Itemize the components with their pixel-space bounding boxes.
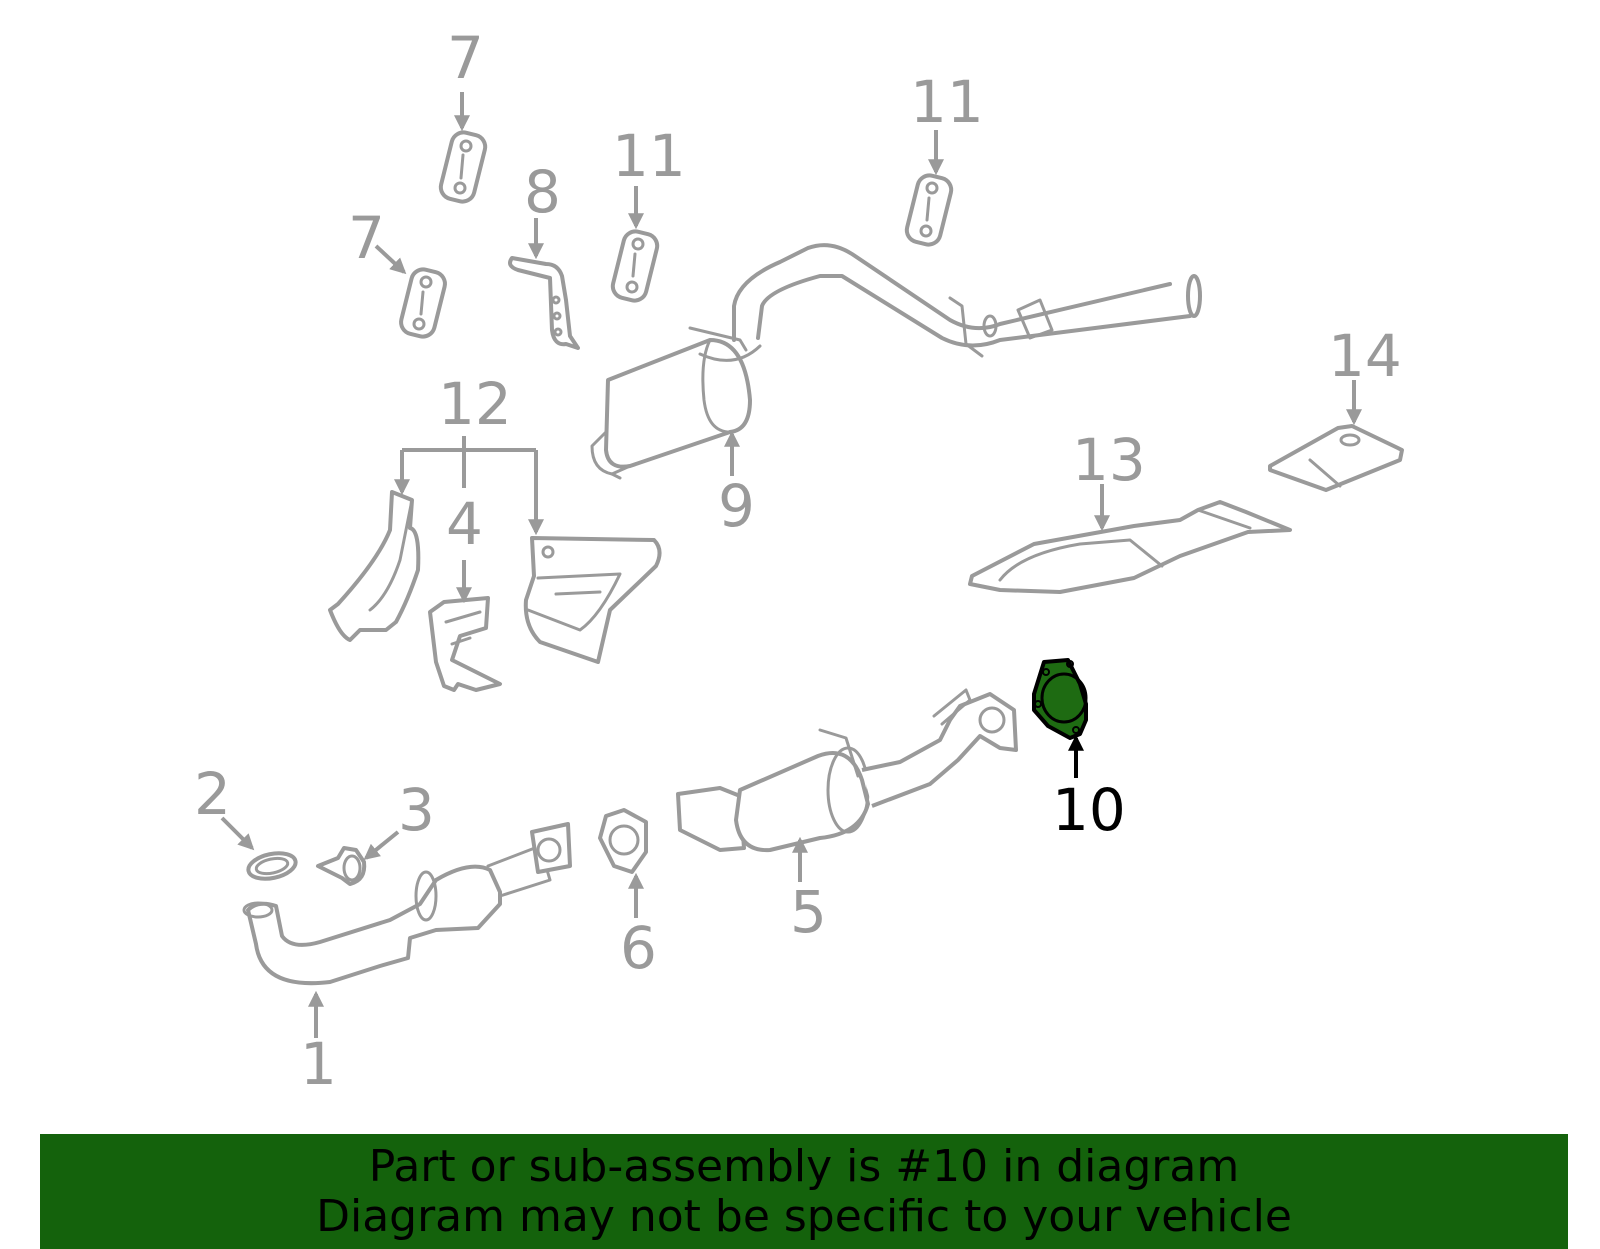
banner-line-1: Part or sub-assembly is #10 in diagram — [368, 1141, 1240, 1192]
part-8-bracket[interactable] — [508, 256, 580, 350]
part-7-hanger-upper[interactable] — [438, 130, 488, 204]
callout-12: 12 — [438, 370, 512, 438]
part-5-converter-pipe[interactable] — [676, 688, 1018, 853]
callout-9: 9 — [718, 472, 755, 540]
part-12-heat-shield-left[interactable] — [328, 490, 421, 642]
banner-line-2: Diagram may not be specific to your vehi… — [316, 1191, 1292, 1242]
callout-5: 5 — [790, 878, 827, 946]
callout-4: 4 — [446, 490, 483, 558]
callout-7-upper: 7 — [447, 24, 484, 92]
callout-6: 6 — [620, 914, 657, 982]
part-9-muffler-tailpipe[interactable] — [590, 243, 1202, 480]
callout-14: 14 — [1328, 322, 1402, 390]
part-7-hanger-lower[interactable] — [399, 267, 448, 339]
part-3-clamp[interactable] — [316, 846, 367, 886]
info-banner: Part or sub-assembly is #10 in diagram D… — [40, 1134, 1568, 1249]
arrow-2 — [220, 816, 255, 851]
callout-11-left: 11 — [612, 122, 686, 190]
part-4-heat-shield[interactable] — [428, 596, 502, 692]
callout-1: 1 — [300, 1030, 337, 1098]
part-11-hanger-right[interactable] — [904, 173, 954, 247]
callout-8: 8 — [524, 158, 561, 226]
arrow-7b — [374, 244, 407, 275]
arrow-3 — [363, 830, 400, 861]
part-6-flange-gasket[interactable] — [598, 808, 648, 874]
callout-11-right: 11 — [910, 68, 984, 136]
part-12-heat-shield-right[interactable] — [523, 536, 662, 664]
callout-13: 13 — [1072, 426, 1146, 494]
part-1-front-pipe-converter[interactable] — [242, 822, 572, 986]
part-2-gasket[interactable] — [246, 849, 298, 882]
part-13-heat-shield[interactable] — [968, 500, 1292, 594]
callout-10: 10 — [1052, 776, 1126, 844]
callout-3: 3 — [398, 776, 435, 844]
callout-2: 2 — [194, 760, 231, 828]
callout-7-lower: 7 — [348, 204, 385, 272]
part-11-hanger-left[interactable] — [610, 229, 660, 303]
part-14-heat-shield[interactable] — [1268, 424, 1404, 492]
part-10-gasket-highlighted[interactable] — [1032, 658, 1088, 740]
